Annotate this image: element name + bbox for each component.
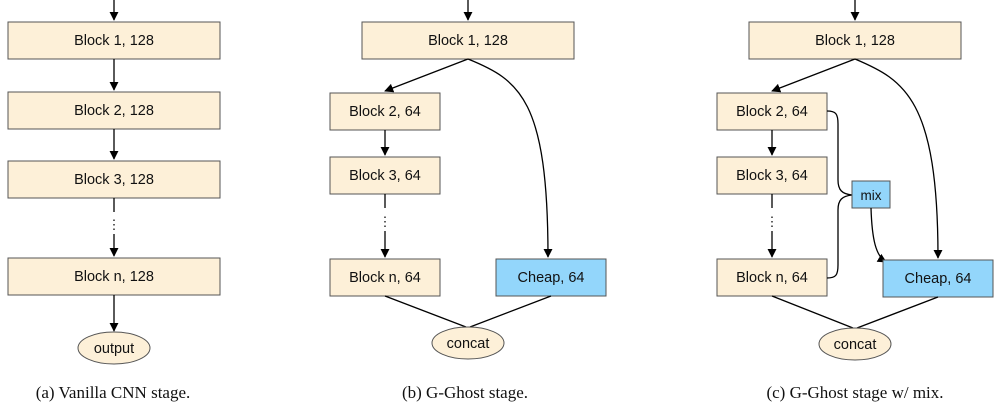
block-3 [329,156,441,195]
block-2 [7,91,221,130]
line-cheap-concat [469,295,552,328]
block-3-label: Block 3, 64 [349,168,421,184]
cheap-label: Cheap, 64 [518,270,585,286]
block-n-label: Block n, 128 [74,269,154,285]
line-n-concat [384,295,467,328]
caption-c: (c) G-Ghost stage w/ mix. [766,383,943,402]
block-n-label: Block n, 64 [736,270,808,286]
block-n-label: Block n, 64 [349,270,421,286]
arrow-1-cheap [467,58,553,258]
panel-a-vanilla-cnn: Block 1, 128 Block 2, 128 Block 3, 128 ⋮… [7,0,221,402]
line-cheap-concat [856,296,939,329]
arrow-1-2 [384,58,469,93]
cheap-block [882,259,994,298]
concat-node [431,326,505,360]
vertical-dots: ⋮ [766,214,779,229]
line-n-concat [771,295,854,329]
mix-brace [826,110,853,279]
block-3 [7,160,221,199]
block-3-label: Block 3, 128 [74,172,154,188]
block-3 [716,156,828,195]
cheap-label: Cheap, 64 [905,271,972,287]
panel-c-g-ghost-mix: Block 1, 128 Block 2, 64 Block 3, 64 ⋮ B… [716,0,994,402]
panel-b-g-ghost: Block 1, 128 Block 2, 64 Block 3, 64 ⋮ B… [329,0,607,402]
caption-b: (b) G-Ghost stage. [402,383,528,402]
mix-block [851,180,891,209]
block-2-label: Block 2, 128 [74,103,154,119]
vertical-dots: ⋮ [379,214,392,229]
block-2 [329,92,441,131]
block-2 [716,92,828,131]
block-2-label: Block 2, 64 [349,104,421,120]
block-1 [361,21,575,60]
concat-node [818,327,892,361]
output-label: output [94,341,134,357]
block-1-label: Block 1, 128 [74,33,154,49]
arrow-1-2 [771,58,856,93]
block-1-label: Block 1, 128 [428,33,508,49]
output-node [77,331,151,365]
arrow-mix-cheap [870,207,887,263]
concat-label: concat [834,337,877,353]
cheap-block [495,258,607,297]
caption-a: (a) Vanilla CNN stage. [36,383,191,402]
concat-label: concat [447,336,490,352]
block-3-label: Block 3, 64 [736,168,808,184]
block-1-label: Block 1, 128 [815,33,895,49]
arrow-1-cheap [854,58,943,259]
block-n [7,257,221,296]
block-2-label: Block 2, 64 [736,104,808,120]
mix-label: mix [861,188,882,203]
vertical-dots: ⋮ [108,217,121,232]
block-n [329,258,441,297]
block-n [716,258,828,297]
